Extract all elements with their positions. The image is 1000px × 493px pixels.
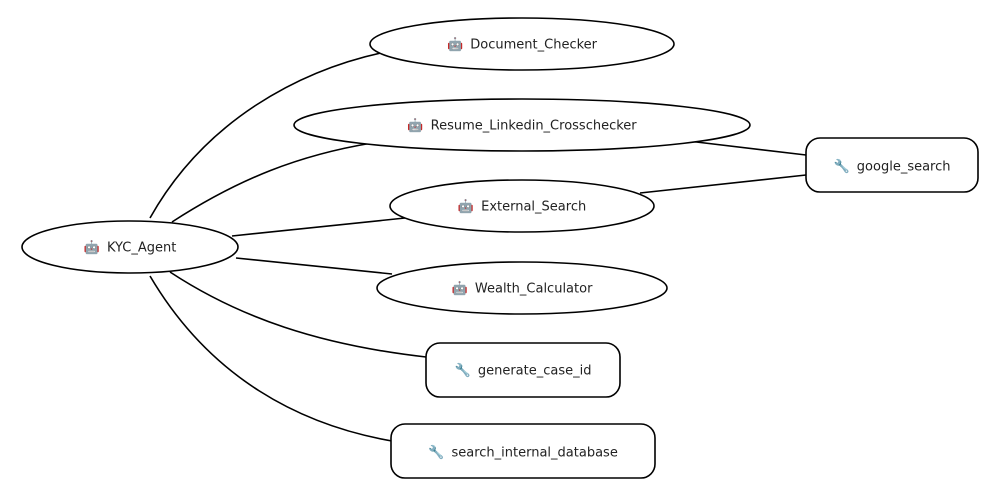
node-shape — [376, 261, 668, 315]
edge-kyc-agent-wealth-calculator — [235, 257, 393, 275]
edge-resume-linkedin-crosschecker-google-search — [687, 140, 807, 156]
svg-text:🤖 Document_Checker: 🤖 Document_Checker — [447, 37, 598, 53]
edge-external-search-google-search — [639, 174, 807, 194]
robot-icon: 🤖 — [84, 240, 100, 256]
edge-kyc-agent-generate-case-id — [169, 271, 427, 358]
edge-kyc-agent-external-search — [231, 217, 406, 237]
node-label: generate_case_id — [478, 364, 592, 379]
robot-icon: 🤖 — [407, 118, 423, 134]
node-label: Resume_Linkedin_Crosschecker — [431, 119, 638, 134]
wrench-icon: 🔧 — [833, 158, 849, 175]
node-shape — [390, 423, 656, 479]
robot-icon: 🤖 — [452, 281, 468, 297]
node-label: Wealth_Calculator — [475, 282, 593, 297]
robot-icon: 🤖 — [447, 37, 463, 53]
robot-icon: 🤖 — [458, 199, 474, 215]
node-shape — [389, 179, 655, 233]
node-google-search[interactable]: 🔧 google_search — [805, 137, 979, 193]
node-shape — [21, 220, 239, 274]
node-label: Document_Checker — [470, 38, 597, 53]
node-document-checker[interactable]: 🤖 Document_Checker — [369, 17, 675, 71]
wrench-icon: 🔧 — [455, 362, 471, 379]
node-label: KYC_Agent — [107, 241, 176, 256]
node-search-internal-database[interactable]: 🔧 search_internal_database — [390, 423, 656, 479]
edges — [149, 51, 807, 442]
node-label: search_internal_database — [451, 446, 617, 461]
node-shape — [425, 342, 621, 398]
svg-text:🔧 generate_case_id: 🔧 generate_case_id — [455, 362, 592, 379]
node-generate-case-id[interactable]: 🔧 generate_case_id — [425, 342, 621, 398]
svg-text:🔧 search_internal_datab: 🔧 search_internal_database — [428, 444, 618, 461]
svg-text:🔧 google_search: 🔧 google_search — [833, 158, 950, 175]
node-wealth-calculator[interactable]: 🤖 Wealth_Calculator — [376, 261, 668, 315]
node-label: google_search — [857, 160, 951, 175]
svg-text:🤖 Wealth_Calculator: 🤖 Wealth_Calculator — [452, 281, 594, 297]
wrench-icon: 🔧 — [428, 444, 444, 461]
node-label: External_Search — [481, 200, 586, 215]
node-resume-linkedin-crosschecker[interactable]: 🤖 Resume_Linkedin_Crosschecker — [293, 98, 751, 152]
node-external-search[interactable]: 🤖 External_Search — [389, 179, 655, 233]
edge-kyc-agent-document-checker — [149, 51, 386, 219]
node-kyc-agent[interactable]: 🤖 KYC_Agent — [21, 220, 239, 274]
node-shape — [369, 17, 675, 71]
svg-text:🤖 External_Search: 🤖 External_Search — [458, 199, 586, 215]
node-shape — [293, 98, 751, 152]
svg-text:🤖 KYC_Agent: 🤖 KYC_Agent — [84, 240, 177, 256]
svg-text:🤖 Resume_Linkedin_Cross: 🤖 Resume_Linkedin_Crosschecker — [407, 118, 637, 134]
edge-kyc-agent-search-internal-database — [149, 275, 393, 442]
node-shape — [805, 137, 979, 193]
edge-kyc-agent-resume-linkedin-crosschecker — [171, 142, 373, 223]
